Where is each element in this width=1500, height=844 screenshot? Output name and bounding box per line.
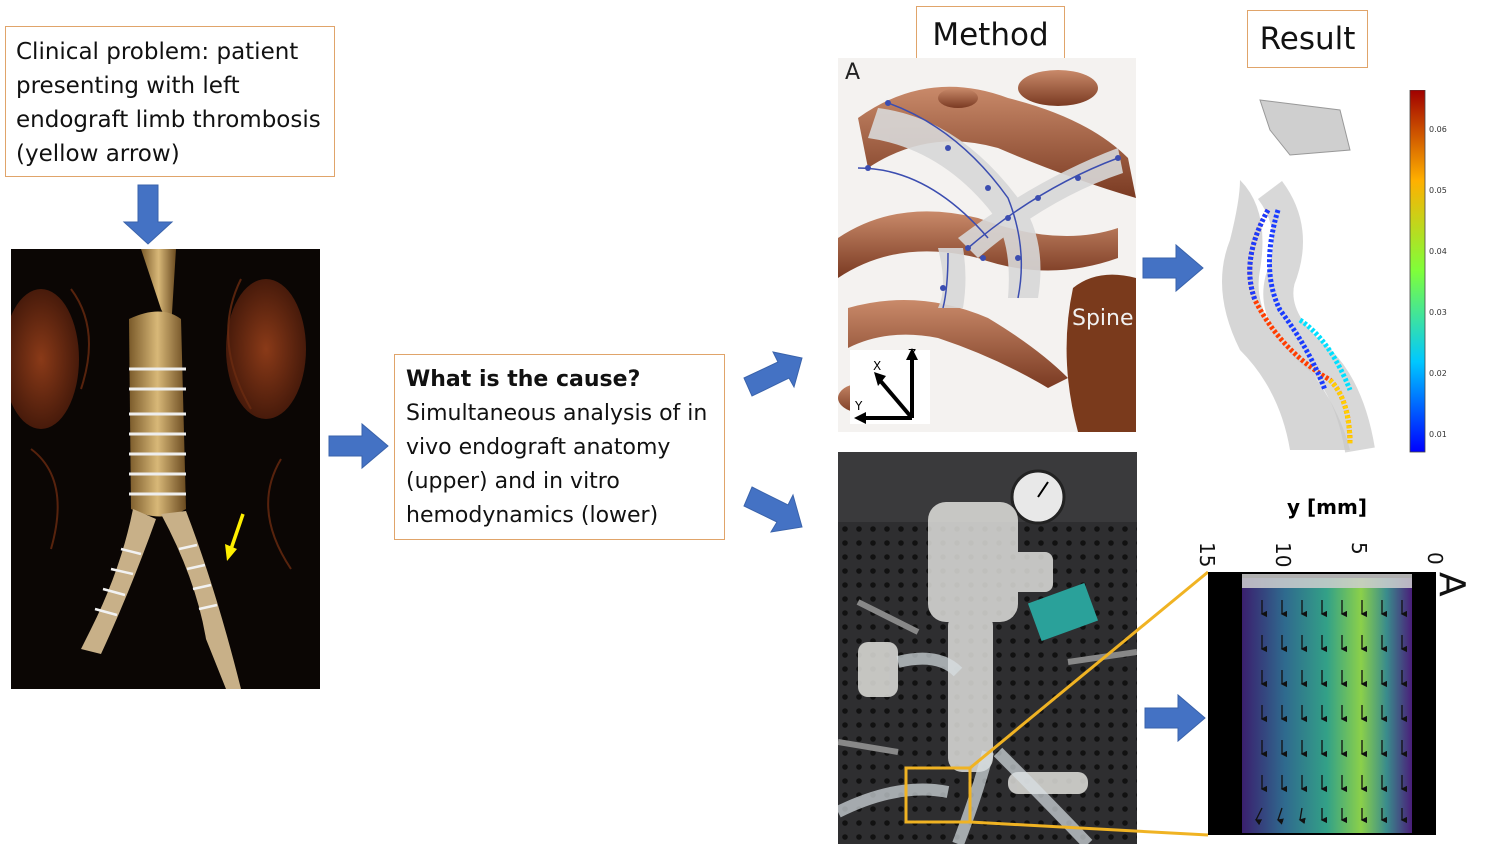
zoom-region-box: [904, 766, 972, 824]
cta-3d-segmentation: X Z Y: [838, 58, 1136, 432]
cta-panel-letter: A: [845, 60, 861, 85]
down-arrow-icon: [122, 184, 174, 245]
diagonal-down-arrow-icon: [743, 486, 803, 533]
colorbar-tick: 0.01: [1429, 430, 1447, 439]
flow-panel-letter: A: [1431, 572, 1472, 597]
velocity-field-plot: y [mm] 15 10 5 0 A: [1150, 490, 1500, 844]
flow-axis-tick: 0: [1423, 552, 1447, 565]
flow-axis-tick: 5: [1347, 542, 1371, 555]
question-heading: What is the cause?: [406, 367, 641, 392]
axis-z-label: Z: [908, 347, 916, 361]
flow-axis-tick: 15: [1195, 542, 1219, 567]
right-arrow-icon: [328, 422, 389, 470]
yellow-arrow-icon: [229, 513, 245, 550]
colorbar-tick: 0.02: [1429, 369, 1447, 378]
clinical-problem-text: Clinical problem: patient presenting wit…: [16, 39, 321, 167]
flow-axis-tick: 10: [1271, 542, 1295, 567]
right-arrow-top-result-icon: [1142, 243, 1204, 293]
velocity-vectors: [1254, 600, 1408, 826]
question-body: Simultaneous analysis of in vivo endogra…: [406, 401, 708, 528]
spine-label: Spine: [1072, 306, 1134, 331]
colorbar-tick: 0.05: [1429, 186, 1447, 195]
colorbar-tick: 0.06: [1429, 125, 1447, 134]
question-box: What is the cause? Simultaneous analysis…: [394, 354, 725, 540]
clinical-problem-box: Clinical problem: patient presenting wit…: [5, 26, 335, 177]
colorbar-tick: 0.03: [1429, 308, 1447, 317]
right-arrow-bottom-result-icon: [1144, 693, 1206, 743]
method-label-text: Method: [932, 17, 1049, 53]
axis-y-label: Y: [854, 399, 863, 413]
in-vitro-flow-setup-photo: [838, 452, 1137, 844]
result-label: Result: [1247, 10, 1368, 68]
axis-x-label: X: [873, 359, 881, 373]
diagonal-up-arrow-icon: [743, 351, 803, 397]
result-label-text: Result: [1259, 21, 1356, 57]
colorbar-tick: 0.04: [1429, 247, 1447, 256]
ct-volume-rendering: [11, 249, 320, 689]
flow-panel-title: y [mm]: [1287, 495, 1367, 519]
curvature-result-plot: 0.06 0.05 0.04 0.03 0.02 0.01: [1200, 90, 1500, 455]
method-label: Method: [916, 6, 1065, 64]
